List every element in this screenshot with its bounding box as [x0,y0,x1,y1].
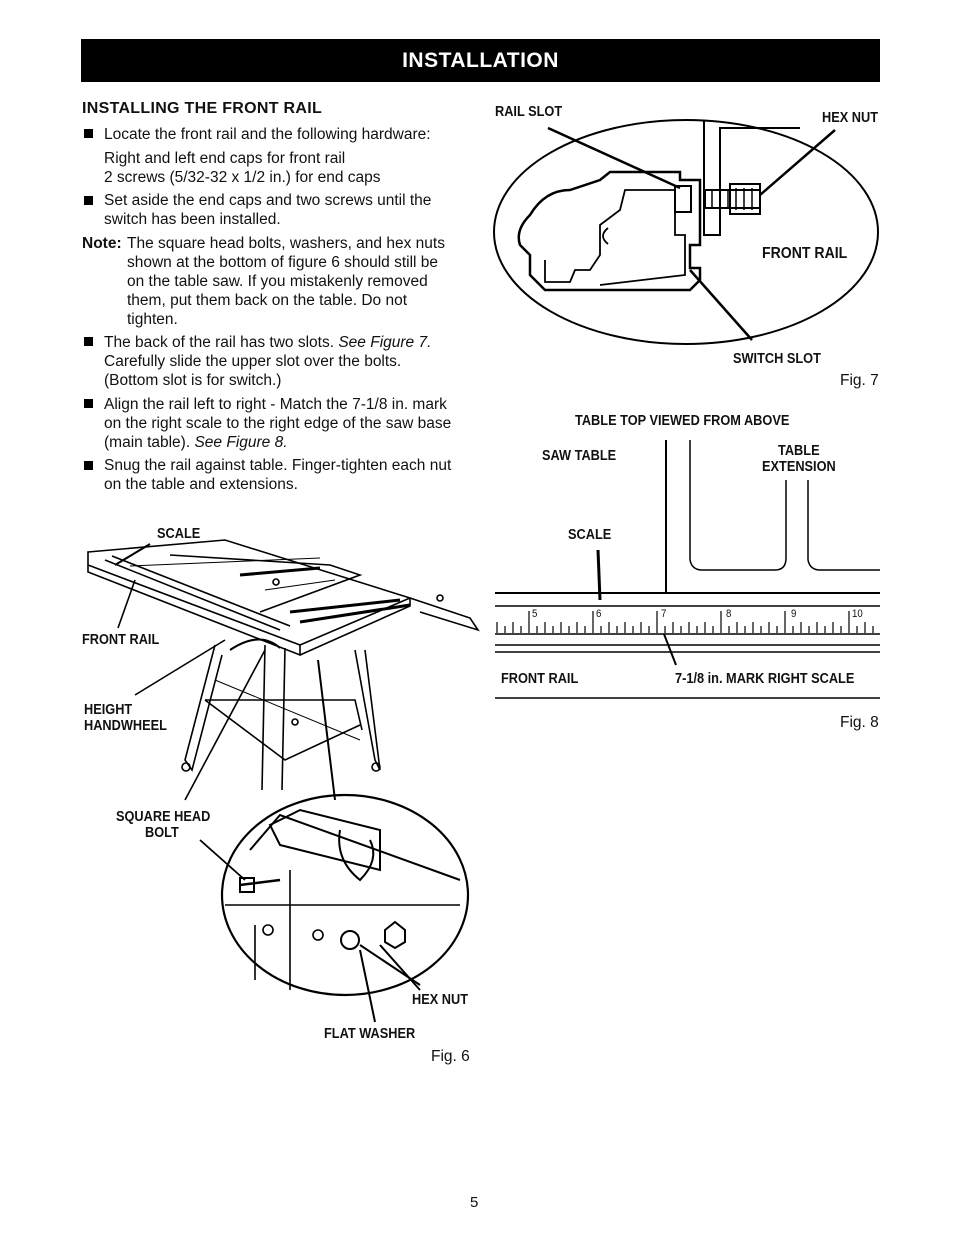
scale-number: 8 [726,608,732,620]
fig7-switch-slot-label: SWITCH SLOT [733,351,821,367]
section-heading: INSTALLING THE FRONT RAIL [82,100,323,117]
fig6-front-rail-label: FRONT RAIL [82,632,160,648]
fig6-bolt-label: BOLT [145,825,179,841]
hardware-item: Right and left end caps for front rail [104,150,346,167]
note-text: on the table saw. If you mistakenly remo… [127,273,428,290]
step-text: (main table). See Figure 8. [104,433,288,452]
fig6-square-head-label: SQUARE HEAD [116,809,211,825]
note-text: tighten. [127,311,178,328]
fig6-hex-nut-label: HEX NUT [412,992,469,1008]
step-text: switch has been installed. [104,211,281,228]
fig8-scale-label: SCALE [568,527,612,543]
fig7-hex-nut-label: HEX NUT [822,110,879,126]
step-text: The back of the rail has two slots. See … [104,333,431,352]
fig6-flat-washer-label: FLAT WASHER [324,1026,416,1042]
fig6-height-label: HEIGHT [84,702,133,718]
scale-number: 6 [596,608,602,620]
scale-number: 7 [661,608,667,620]
bullet-icon [84,461,93,470]
fig6-scale-label: SCALE [157,526,201,542]
fig8-table-label: TABLE [778,443,820,459]
note-text: them, put them back on the table. Do not [127,292,408,309]
step-text: (Bottom slot is for switch.) [104,372,282,389]
fig8-saw-table-label: SAW TABLE [542,448,617,464]
bullet-icon [84,129,93,138]
step-text: Align the rail left to right - Match the… [104,396,447,413]
note-text: The square head bolts, washers, and hex … [127,235,445,252]
step-text: Locate the front rail and the following … [104,126,431,143]
fig8-title: TABLE TOP VIEWED FROM ABOVE [575,413,790,429]
banner-title: INSTALLATION [402,49,559,72]
figure-reference: See Figure 8. [194,434,288,451]
scale-number: 9 [791,608,797,620]
scale-number: 10 [852,608,863,620]
step-text: Snug the rail against table. Finger-tigh… [104,457,452,474]
note-text: shown at the bottom of figure 6 should s… [127,254,439,271]
fig7-caption: Fig. 7 [840,372,879,389]
hardware-item: 2 screws (5/32-32 x 1/2 in.) for end cap… [104,169,381,186]
step-text-part: The back of the rail has two slots. [104,334,335,351]
note-label: Note: [82,235,122,252]
fig8-caption: Fig. 8 [840,714,879,731]
fig7-rail-slot-label: RAIL SLOT [495,104,563,120]
step-text: on the right scale to the right edge of … [104,415,452,432]
fig6-handwheel-label: HANDWHEEL [84,718,167,734]
step-text: Carefully slide the upper slot over the … [104,353,402,370]
step-text: Set aside the end caps and two screws un… [104,192,432,209]
step-text-part: (main table). [104,434,191,451]
step-text: on the table and extensions. [104,476,298,493]
fig6-caption: Fig. 6 [431,1048,470,1065]
bullet-icon [84,337,93,346]
page-number: 5 [470,1194,479,1211]
section-banner: INSTALLATION [81,39,880,82]
fig7-front-rail-label: FRONT RAIL [762,245,848,262]
bullet-icon [84,399,93,408]
scale-number: 5 [532,608,538,620]
fig8-extension-label: EXTENSION [762,459,836,475]
fig8-front-rail-label: FRONT RAIL [501,671,579,687]
bullet-icon [84,196,93,205]
fig8-mark-label: 7-1/8 in. MARK RIGHT SCALE [675,671,855,687]
figure-reference: See Figure 7. [338,334,432,351]
